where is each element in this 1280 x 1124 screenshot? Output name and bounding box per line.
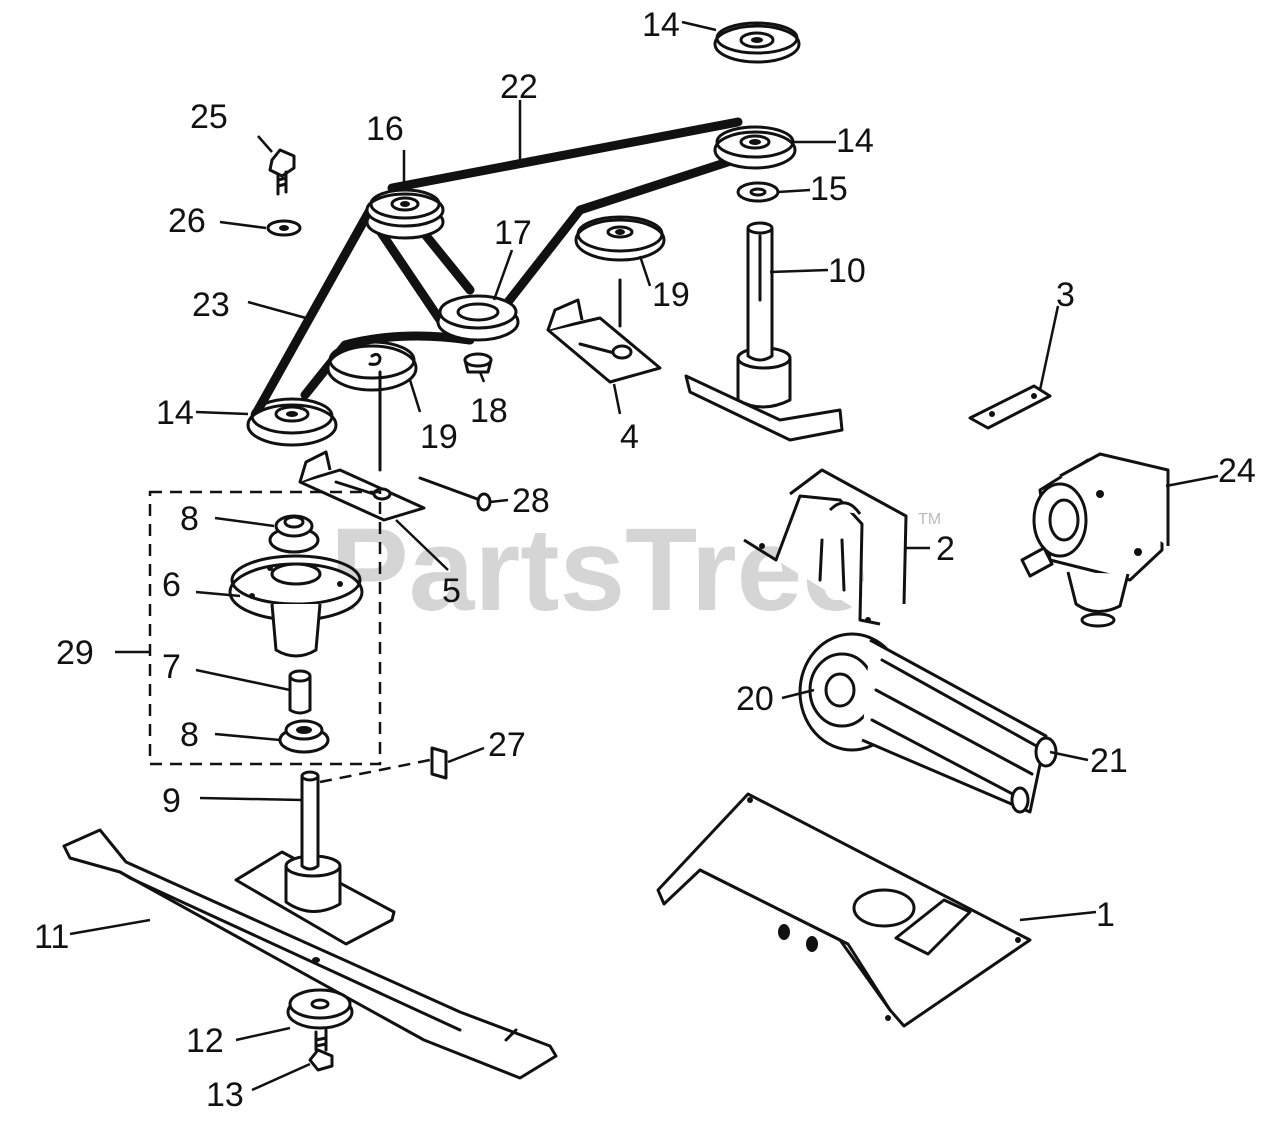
bolt-13	[308, 1028, 334, 1072]
roller-21	[861, 638, 1058, 814]
bolt-25	[268, 148, 296, 196]
label-14-left: 14	[156, 394, 194, 432]
label-12: 12	[186, 1022, 224, 1060]
label-24: 24	[1218, 452, 1256, 490]
label-16: 16	[366, 110, 404, 148]
label-22: 22	[500, 68, 538, 106]
idler-pulley-17	[436, 294, 520, 342]
label-13: 13	[206, 1076, 244, 1114]
label-26: 26	[168, 202, 206, 240]
mounting-bracket-2	[743, 468, 908, 626]
label-25: 25	[190, 98, 228, 136]
bearing-8-top	[268, 514, 320, 554]
idler-pulley-19-left	[326, 340, 418, 392]
label-4: 4	[620, 418, 639, 456]
label-3: 3	[1056, 276, 1075, 314]
spindle-assembly-29	[148, 490, 431, 784]
label-29: 29	[56, 634, 94, 672]
gearbox-24	[1020, 452, 1170, 628]
pulley-14-top	[713, 21, 801, 64]
label-21: 21	[1090, 742, 1128, 780]
key-27	[430, 746, 448, 780]
shaft-9	[234, 770, 396, 946]
deck-plate-1	[656, 792, 1032, 1028]
washer-26	[266, 219, 302, 237]
label-8-bottom: 8	[180, 716, 199, 754]
label-19-right: 19	[652, 276, 690, 314]
label-6: 6	[162, 566, 181, 604]
spacer-7	[288, 669, 312, 715]
label-15: 15	[810, 170, 848, 208]
label-18: 18	[470, 392, 508, 430]
idler-pulley-19-right	[574, 215, 666, 262]
blade-adapter-12	[286, 988, 354, 1030]
label-19-left: 19	[420, 418, 458, 456]
washer-15	[736, 181, 780, 203]
label-10: 10	[828, 252, 866, 290]
shaft-10	[684, 221, 844, 442]
label-14-top: 14	[642, 6, 680, 44]
label-2: 2	[936, 530, 955, 568]
bearing-8-bottom	[278, 719, 330, 754]
label-17: 17	[494, 214, 532, 252]
label-8-top: 8	[180, 500, 199, 538]
part-labels: 14 14 15 16 22 17 19 10 3 25 26 23 14 19…	[34, 6, 1256, 1114]
watermark-trademark: TM	[918, 511, 941, 528]
pulley-16	[365, 188, 445, 240]
blade-11	[62, 828, 558, 1080]
label-5: 5	[442, 572, 461, 610]
bracket-3	[968, 384, 1052, 430]
label-1: 1	[1096, 896, 1115, 934]
label-7: 7	[162, 648, 181, 686]
pulley-14-left	[246, 397, 338, 447]
idler-bracket-5	[298, 370, 426, 522]
label-28: 28	[512, 482, 550, 520]
nut-18	[463, 352, 493, 374]
pulley-14-right	[713, 125, 797, 170]
label-11: 11	[34, 918, 69, 956]
label-9: 9	[162, 782, 181, 820]
idler-bracket-4	[546, 278, 662, 384]
watermark: PartsTree	[330, 504, 868, 636]
label-23: 23	[192, 286, 230, 324]
label-27: 27	[488, 726, 526, 764]
label-14-right: 14	[836, 122, 874, 160]
label-20: 20	[736, 680, 774, 718]
leader-lines	[69, 20, 1219, 1092]
spindle-housing-6	[228, 554, 364, 658]
